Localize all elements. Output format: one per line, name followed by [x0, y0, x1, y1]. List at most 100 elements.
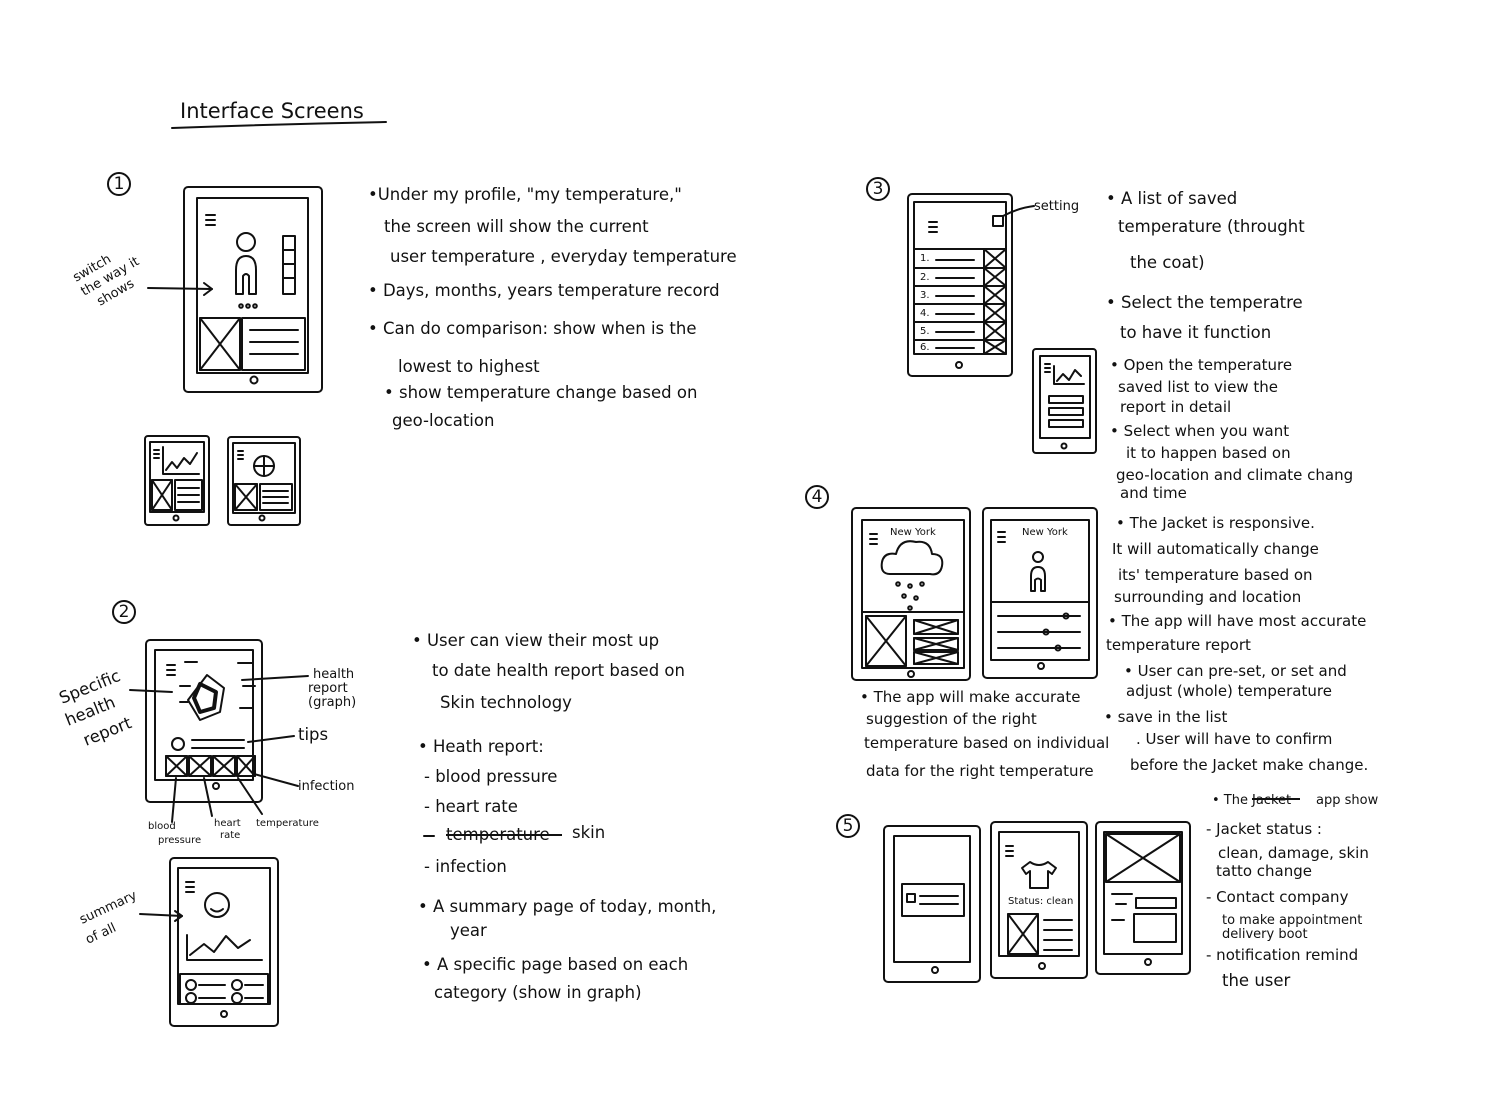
summary-stats-box	[179, 973, 269, 1005]
city-label: New York	[890, 527, 936, 538]
snow-dot	[913, 595, 919, 601]
smiley-face-icon	[204, 892, 230, 918]
slider-tracks	[997, 615, 1081, 649]
note-line: geo-location	[392, 411, 494, 430]
note-line: category (show in graph)	[434, 983, 642, 1002]
slider-handle	[1054, 644, 1062, 652]
hamburger-menu-icon	[153, 449, 160, 459]
health-report-label-3: (graph)	[308, 695, 356, 710]
image-placeholder-cross	[1007, 913, 1039, 955]
radar-labels	[179, 661, 256, 709]
notification-phone	[883, 825, 981, 983]
section-number: 2	[119, 602, 130, 622]
list-item-lines	[935, 259, 975, 349]
home-button	[1038, 962, 1046, 970]
note-line: . User will have to confirm	[1136, 730, 1332, 748]
section-number: 3	[873, 179, 884, 199]
thumb-cross	[913, 637, 959, 651]
snow-dot	[919, 581, 925, 587]
summary-arrowhead	[174, 910, 183, 922]
image-placeholder-cross	[234, 483, 258, 511]
note-line: lowest to highest	[398, 357, 540, 376]
image-placeholder	[199, 317, 241, 371]
health-phone-labels: Specific health report health report (gr…	[56, 666, 356, 846]
note-line: • Select when you want	[1110, 422, 1289, 440]
tips-lines	[191, 739, 245, 749]
section-number: 5	[843, 816, 854, 836]
smiley-mouth	[210, 908, 224, 913]
page-dot-3	[252, 303, 258, 309]
hamburger-menu-icon	[205, 214, 216, 226]
jacket-status-phone	[990, 821, 1088, 979]
saved-list-phone	[907, 193, 1013, 377]
tips-label: tips	[298, 725, 328, 744]
note-line: temperature report	[1106, 636, 1251, 654]
section-2: 2 Specific health report	[56, 600, 716, 1027]
list-number: 2.	[920, 272, 930, 283]
health-report-leader	[241, 675, 309, 681]
switch-view-annotation: switch the way it shows	[71, 252, 213, 309]
list-number: 1.	[920, 253, 930, 264]
note-line: to date health report based on	[432, 661, 685, 680]
note-line: suggestion of the right	[866, 710, 1037, 728]
home-button	[907, 670, 915, 678]
hamburger-menu-icon	[185, 881, 195, 893]
stat-icon	[185, 992, 197, 1004]
tile-cross	[188, 755, 212, 777]
hamburger-menu-icon	[237, 450, 244, 460]
phone-screen	[177, 867, 271, 1005]
section-4-notes-left: • The app will make accurate suggestion …	[860, 688, 1109, 780]
phone-frame	[851, 507, 971, 681]
phone-screen	[913, 201, 1007, 355]
blood-pressure-tile	[165, 755, 188, 777]
home-button	[172, 514, 180, 522]
image-placeholder-cross	[199, 317, 241, 371]
snow-dot	[907, 605, 913, 611]
section-2-notes: • User can view their most up to date he…	[412, 631, 716, 1002]
heart-rate-tile	[188, 755, 212, 777]
temperature-leader	[237, 777, 263, 815]
detail-bar	[1048, 419, 1084, 428]
phone-frame	[144, 435, 210, 526]
page-dot-2	[245, 303, 251, 309]
hamburger-menu-icon	[997, 531, 1006, 543]
note-line: clean, damage, skin	[1218, 844, 1369, 862]
hamburger-menu-icon	[928, 221, 938, 233]
thumb-cross	[913, 651, 959, 665]
note-line: data for the right temperature	[866, 762, 1094, 780]
note-line: - heart rate	[424, 797, 518, 816]
hamburger-menu-icon	[166, 664, 176, 676]
weather-phone	[851, 507, 971, 681]
home-button	[249, 375, 259, 385]
note-line: • Select the temperatre	[1106, 293, 1303, 312]
graph-axes	[1053, 365, 1085, 385]
specific-report-leader	[129, 689, 173, 693]
note-line: saved list to view the	[1118, 378, 1278, 396]
city-label: New York	[1022, 527, 1068, 538]
section-3-notes: • A list of saved temperature (throught …	[1106, 189, 1353, 502]
image-placeholder-cross	[1105, 833, 1181, 883]
jacket-icon	[1021, 861, 1057, 889]
section-number: 4	[812, 487, 823, 507]
person-body-icon	[235, 255, 257, 295]
text-card-lines	[177, 487, 200, 503]
note-line: app show	[1316, 793, 1379, 808]
note-line: skin	[572, 823, 605, 842]
note-line: • User can pre-set, or set and	[1124, 662, 1347, 680]
jacket-control-phone	[982, 507, 1098, 679]
saved-list-numbers: 1. 2. 3. 4. 5. 6.	[920, 253, 930, 353]
text-card	[241, 317, 306, 371]
home-button	[1144, 958, 1152, 966]
page-dot-1	[238, 303, 244, 309]
phone-screen	[149, 441, 205, 513]
home-button	[212, 782, 220, 790]
page-title: Interface Screens	[180, 99, 364, 123]
globe-icon-lines	[253, 455, 275, 477]
annotation-arrow	[147, 287, 213, 290]
list-number: 4.	[920, 308, 930, 319]
section-5-notes: • The Jacket app show - Jacket status : …	[1206, 793, 1379, 990]
tile-cross	[236, 755, 256, 777]
note-line: •Under my profile, "my temperature,"	[368, 185, 682, 204]
phone-frame	[1095, 821, 1191, 975]
phone-screen	[990, 519, 1090, 661]
